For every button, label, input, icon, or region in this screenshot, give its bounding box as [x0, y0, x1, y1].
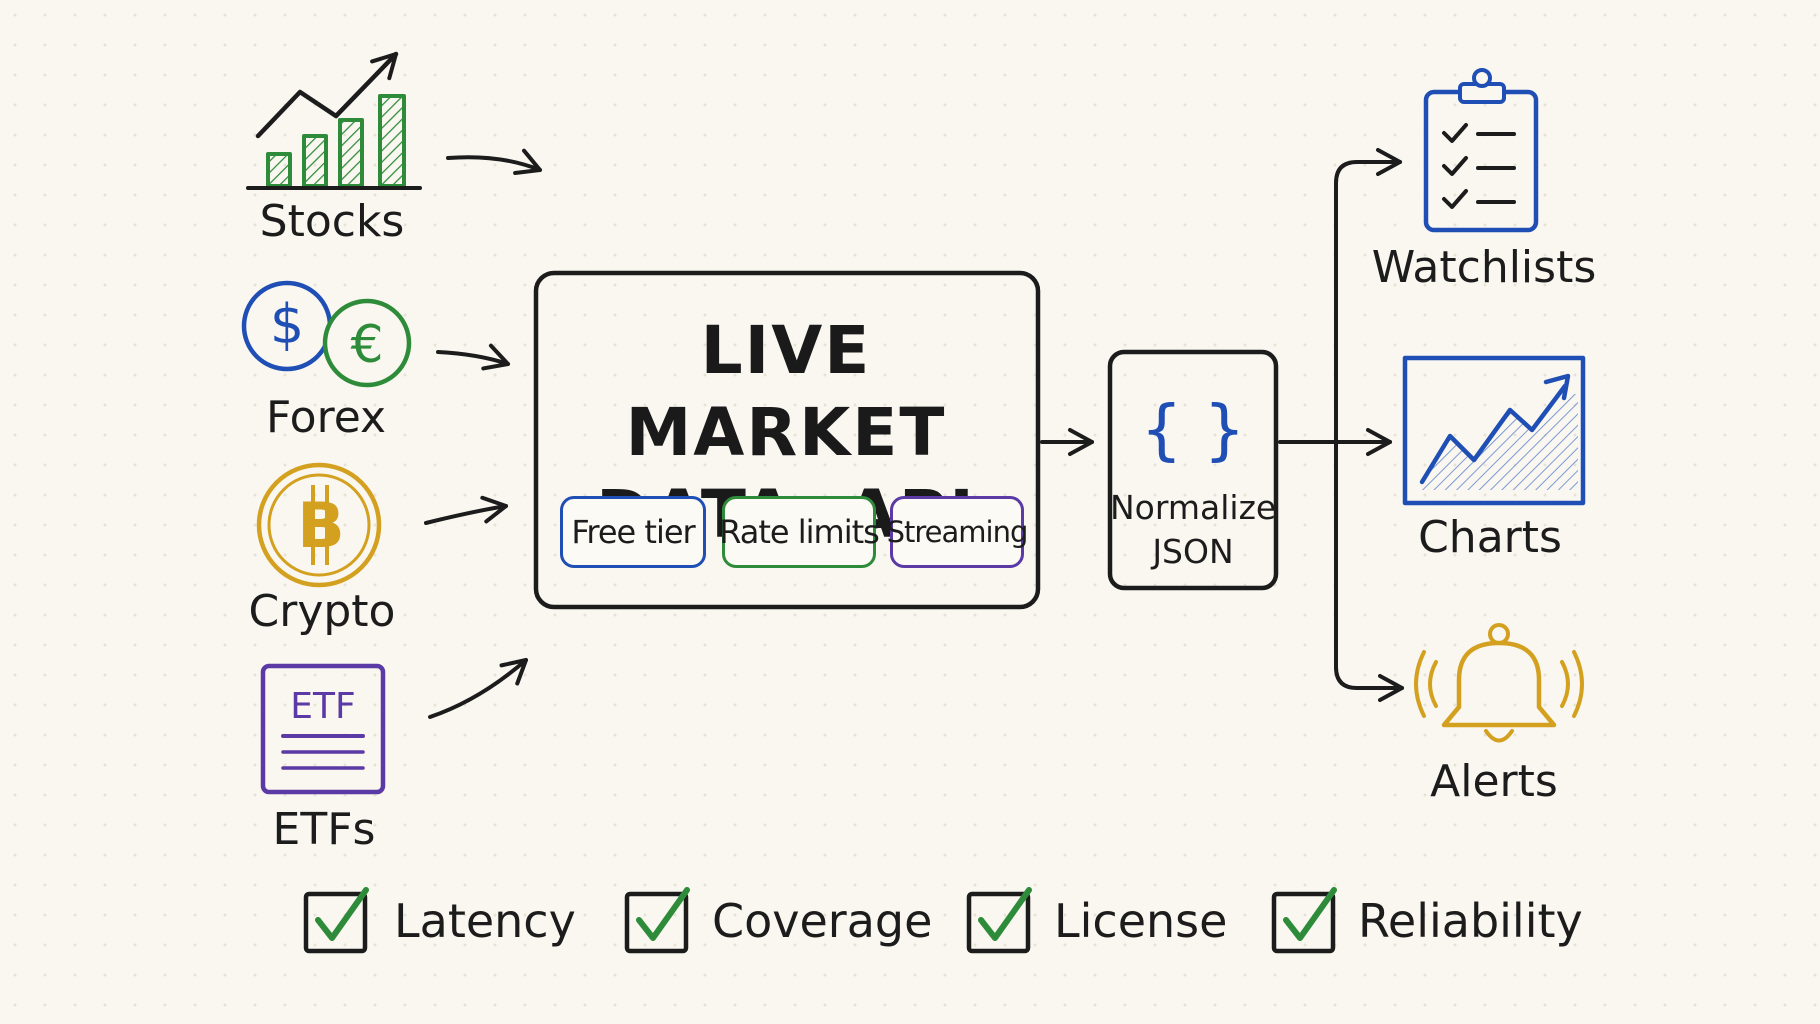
checkbox-reliability-icon	[1271, 887, 1337, 954]
svg-text:€: €	[350, 315, 383, 375]
criteria-label-latency: Latency	[394, 894, 576, 948]
normalize-label: Normalize JSON	[1110, 486, 1276, 574]
source-label-stocks: Stocks	[259, 196, 405, 247]
checkbox-coverage-icon	[624, 887, 690, 954]
tag-rate-limits: Rate limits	[719, 496, 880, 568]
output-label-alerts: Alerts	[1430, 756, 1558, 807]
criteria-checkboxes	[303, 887, 1337, 954]
output-arrows	[1278, 148, 1404, 702]
source-label-forex: Forex	[265, 392, 387, 443]
source-label-etfs: ETFs	[272, 804, 376, 855]
tag-streaming: Streaming	[887, 496, 1028, 568]
svg-text:$: $	[270, 293, 304, 356]
normalize-label-line-2: JSON	[1152, 532, 1234, 571]
checkbox-latency-icon	[303, 887, 369, 954]
svg-text:ETF: ETF	[290, 686, 355, 727]
bitcoin-icon: B	[256, 462, 382, 588]
normalize-label-line-1: Normalize	[1110, 488, 1277, 527]
criteria-label-license: License	[1054, 894, 1228, 948]
output-label-watchlists: Watchlists	[1371, 242, 1597, 293]
checkbox-license-icon	[966, 887, 1032, 954]
normalize-box	[1107, 349, 1279, 591]
bell-icon	[1414, 623, 1584, 743]
currency-coins-icon: $ €	[241, 280, 412, 388]
api-title-line-1: LIVE MARKET	[625, 312, 947, 471]
source-arrows	[424, 148, 542, 719]
etf-document-icon: ETF	[260, 663, 386, 795]
api-box	[533, 270, 1041, 610]
output-label-charts: Charts	[1418, 512, 1562, 563]
bar-chart-icon	[246, 51, 422, 190]
json-braces-icon: { }	[1141, 391, 1246, 468]
area-chart-icon	[1402, 355, 1586, 506]
svg-text:B: B	[297, 489, 344, 562]
tag-free-tier: Free tier	[560, 496, 706, 568]
criteria-label-reliability: Reliability	[1358, 894, 1583, 948]
criteria-label-coverage: Coverage	[712, 894, 933, 948]
clipboard-checklist-icon	[1423, 68, 1539, 233]
source-label-crypto: Crypto	[248, 586, 396, 637]
